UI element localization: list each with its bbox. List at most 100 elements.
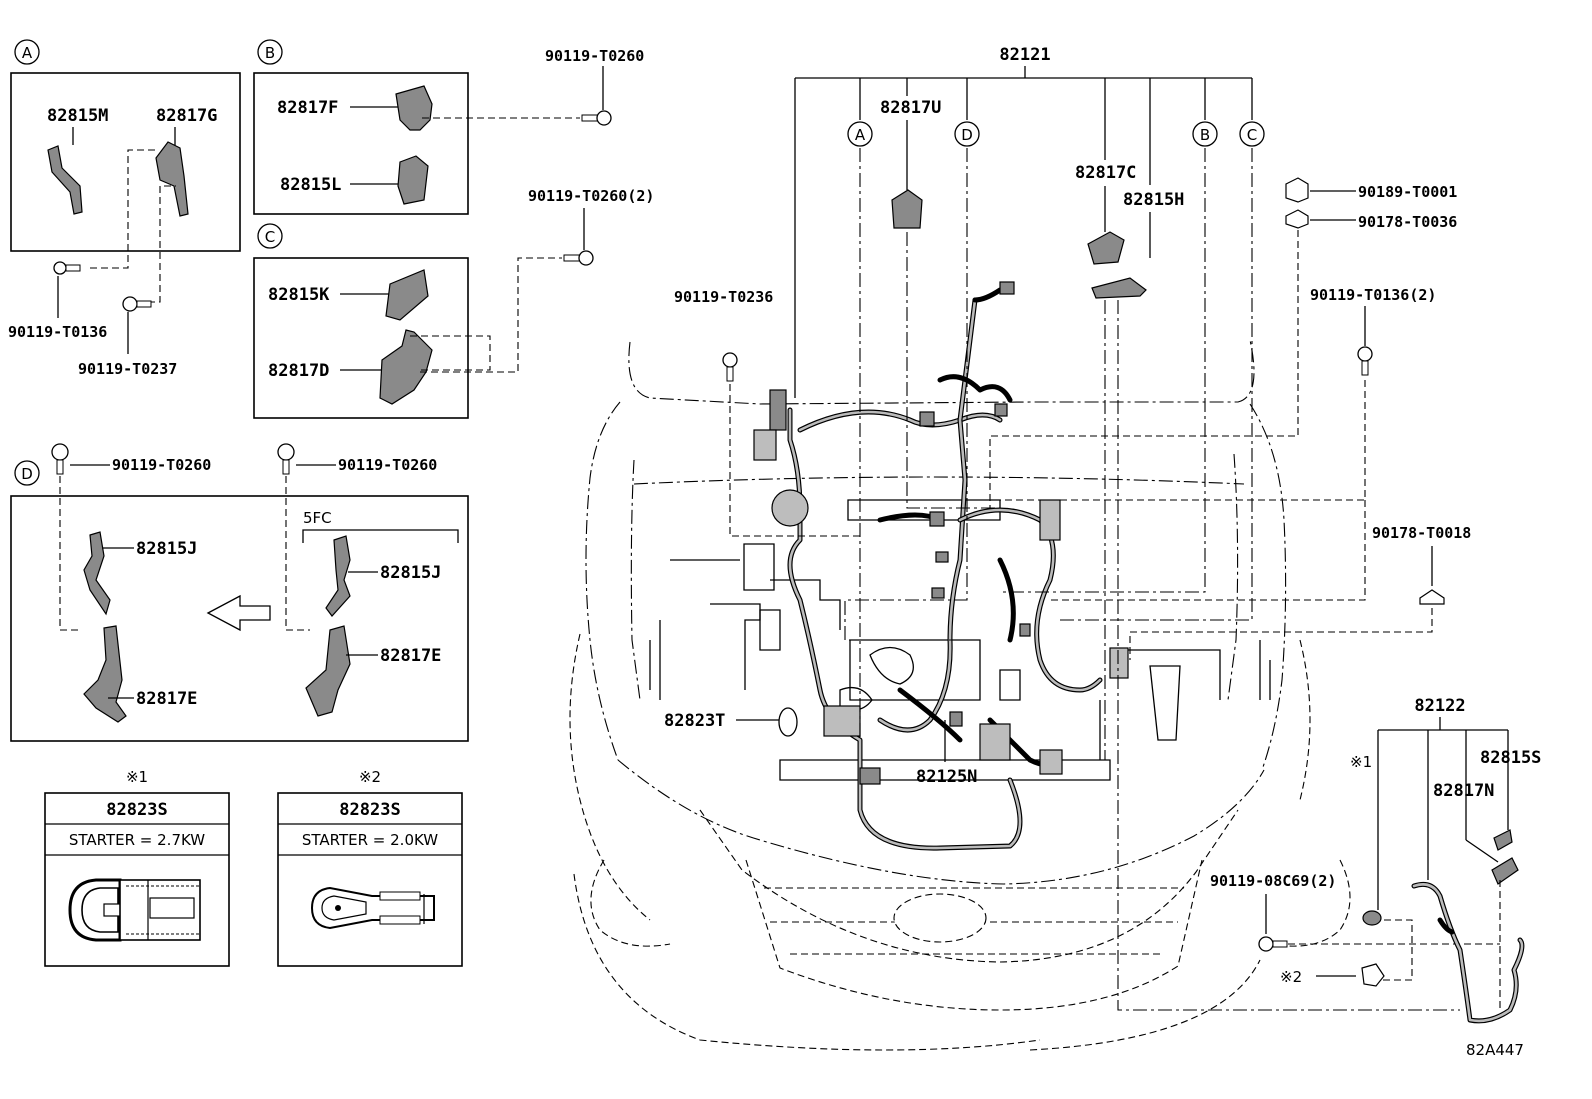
- part-82815J-bracket-right: [325, 535, 351, 617]
- part-82823T-cap: [778, 707, 798, 737]
- part-82815K-bracket: [385, 269, 429, 321]
- part-82125N-label[interactable]: 82125N: [916, 767, 977, 787]
- main-fasteners: 90119-T0236 90189-T0001 90178-T0036 9011…: [674, 177, 1500, 952]
- svg-text:D: D: [961, 126, 973, 144]
- bolt-icon: [122, 296, 152, 312]
- part-82815L-bracket: [397, 155, 429, 205]
- bolt-90119-T0260-d1-label[interactable]: 90119-T0260: [112, 456, 211, 474]
- part-82815M-label[interactable]: 82815M: [47, 106, 108, 126]
- nut-icon: [1285, 177, 1309, 203]
- starter-cover-2.0kw-icon: [310, 886, 435, 930]
- variant-1-box: [44, 792, 230, 967]
- bolt-90119-08C69-2-label[interactable]: 90119-08C69(2): [1210, 872, 1336, 890]
- callout-d-circle: [14, 460, 40, 486]
- part-82817U-bracket: [891, 189, 923, 229]
- variant-2-part[interactable]: 82823S: [339, 800, 400, 820]
- sub-harness-82122: 82122 82815S 82817N ※1 ※2: [1280, 696, 1541, 1024]
- variant-2-mark: ※2: [359, 768, 381, 786]
- part-82815S-label[interactable]: 82815S: [1480, 748, 1541, 768]
- part-82817G-label[interactable]: 82817G: [156, 106, 217, 126]
- nut-icon: [1285, 209, 1309, 229]
- part-82817N-bracket: [1491, 857, 1519, 885]
- bolt-icon: [53, 261, 81, 275]
- section-b-letter: B: [265, 44, 275, 62]
- part-82817D-label[interactable]: 82817D: [268, 361, 329, 381]
- part-82815L-label[interactable]: 82815L: [280, 175, 341, 195]
- svg-text:A: A: [855, 126, 866, 144]
- callout-b-main: [1192, 121, 1218, 147]
- starter-cap-icon: [1361, 963, 1385, 987]
- section-c-box: [253, 257, 469, 419]
- section-a-letter: A: [22, 44, 33, 62]
- bolt-90119-T0260-2-label[interactable]: 90119-T0260(2): [528, 187, 654, 205]
- section-c-letter: C: [265, 228, 275, 246]
- part-82815S-bracket: [1493, 829, 1513, 851]
- callout-a-main: [847, 121, 873, 147]
- arrow-left-icon: [206, 594, 271, 632]
- bolt-90119-T0136-2-label[interactable]: 90119-T0136(2): [1310, 286, 1436, 304]
- part-82817N-label[interactable]: 82817N: [1433, 781, 1494, 801]
- callout-c-circle: [257, 223, 283, 249]
- variant-1-part[interactable]: 82823S: [106, 800, 167, 820]
- nut-90178-T0018-label[interactable]: 90178-T0018: [1372, 524, 1471, 542]
- section-d: D 90119-T0260 90119-T0260 5FC 82815J 828…: [10, 443, 469, 742]
- section-d-box: [10, 495, 469, 742]
- starter-cover-2.7kw-icon: [68, 878, 201, 942]
- bolt-90119-T0237-label[interactable]: 90119-T0237: [78, 360, 177, 378]
- bolt-icon: [1357, 346, 1373, 376]
- nut-90189-T0001-label[interactable]: 90189-T0001: [1358, 183, 1457, 201]
- part-82815K-label[interactable]: 82815K: [268, 285, 330, 305]
- main-harness-82121: [753, 281, 1129, 851]
- bolt-icon: [51, 443, 69, 475]
- variant-2: ※2 82823S STARTER = 2.0KW: [277, 768, 463, 967]
- part-82817E-bracket-right: [305, 625, 351, 717]
- part-82817U-label[interactable]: 82817U: [880, 98, 941, 118]
- bolt-90119-T0260-b-label[interactable]: 90119-T0260: [545, 47, 644, 65]
- diagram-code: 82A447: [1466, 1041, 1524, 1059]
- variant-1-mark: ※1: [126, 768, 148, 786]
- part-82815J-left-label[interactable]: 82815J: [136, 539, 197, 559]
- section-a-box: [10, 72, 241, 252]
- part-82817G-bracket: [155, 141, 189, 217]
- harness-82121-label[interactable]: 82121: [999, 45, 1050, 65]
- variant-2-box: [277, 792, 463, 967]
- part-82815J-right-label[interactable]: 82815J: [380, 563, 441, 583]
- part-82815M-bracket: [47, 145, 83, 215]
- variant-1: ※1 82823S STARTER = 2.7KW: [44, 768, 230, 967]
- variant-5FC-label: 5FC: [303, 509, 332, 527]
- part-82817E-bracket-left: [83, 625, 127, 723]
- bolt-90119-T0136-label[interactable]: 90119-T0136: [8, 323, 107, 341]
- svg-text:C: C: [1247, 126, 1257, 144]
- section-d-letter: D: [21, 465, 33, 483]
- part-82817E-right-label[interactable]: 82817E: [380, 646, 441, 666]
- nut-90178-T0036-label[interactable]: 90178-T0036: [1358, 213, 1457, 231]
- engine-bay-labels: 82823T 82125N: [664, 707, 977, 787]
- bolt-icon: [277, 443, 295, 475]
- callout-c-main: [1239, 121, 1265, 147]
- bolt-90119-T0236-label[interactable]: 90119-T0236: [674, 288, 773, 306]
- nut-icon: [1419, 589, 1445, 605]
- bolt-icon: [563, 250, 594, 266]
- bolt-icon: [1258, 936, 1288, 952]
- part-82817D-bracket: [379, 329, 433, 405]
- section-b-box: [253, 72, 469, 215]
- bolt-icon: [722, 352, 738, 382]
- harness-82122-label[interactable]: 82122: [1414, 696, 1465, 716]
- part-82817E-left-label[interactable]: 82817E: [136, 689, 197, 709]
- section-a: A 82815M 82817G 90119-T0136 90119-T0237: [8, 39, 241, 378]
- part-82815H-label[interactable]: 82815H: [1123, 190, 1184, 210]
- main-labels: 82121 A D B C 82817U 82817C 82815H: [794, 45, 1460, 1011]
- bolt-90119-T0260-d2-label[interactable]: 90119-T0260: [338, 456, 437, 474]
- callout-d-main: [954, 121, 980, 147]
- section-c: C 82815K 82817D 90119-T0260(2): [253, 187, 654, 419]
- section-b: B 82817F 82815L 90119-T0260: [253, 39, 644, 215]
- part-82817C-label[interactable]: 82817C: [1075, 163, 1136, 183]
- bolt-icon: [581, 110, 612, 126]
- part-82817F-label[interactable]: 82817F: [277, 98, 338, 118]
- part-82823T-label[interactable]: 82823T: [664, 711, 725, 731]
- part-82817C-bracket: [1087, 231, 1125, 265]
- vehicle-outline: [569, 339, 1351, 1051]
- variant-1-spec: STARTER = 2.7KW: [69, 831, 205, 849]
- variant-2-spec: STARTER = 2.0KW: [302, 831, 438, 849]
